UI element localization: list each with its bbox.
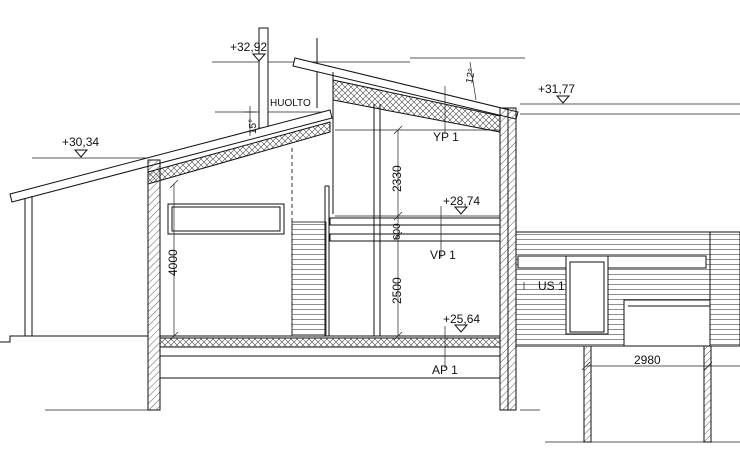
label-yp1: YP 1: [433, 130, 459, 144]
angle-markers: [244, 61, 477, 136]
angle-right: 12°: [464, 68, 478, 85]
annex: [515, 231, 740, 443]
dim-600: 600: [392, 223, 403, 240]
elevation-ground-floor: +25,64: [443, 312, 480, 326]
dimensions: [169, 125, 740, 371]
dim-4000: 4000: [166, 249, 180, 276]
chimney: [258, 27, 318, 129]
label-ap1: AP 1: [432, 363, 458, 377]
walls: [147, 107, 517, 411]
elevation-top: +32,92: [230, 40, 267, 54]
left-roof: [9, 109, 333, 336]
level-markers: [73, 53, 571, 368]
dim-2330: 2330: [390, 165, 404, 192]
right-roof: [292, 57, 519, 214]
label-vp1: VP 1: [430, 248, 456, 262]
label-us1: US 1: [538, 279, 565, 293]
interior: [0, 104, 501, 379]
elevation-left-roof: +30,34: [62, 135, 99, 149]
elevation-right-roof: +31,77: [538, 82, 575, 96]
angle-left: 15°: [248, 119, 259, 134]
dim-2980: 2980: [634, 353, 661, 367]
label-huolto: HUOLTO: [270, 98, 311, 109]
dim-2500: 2500: [390, 277, 404, 304]
elevation-upper-floor: +28,74: [443, 194, 480, 208]
